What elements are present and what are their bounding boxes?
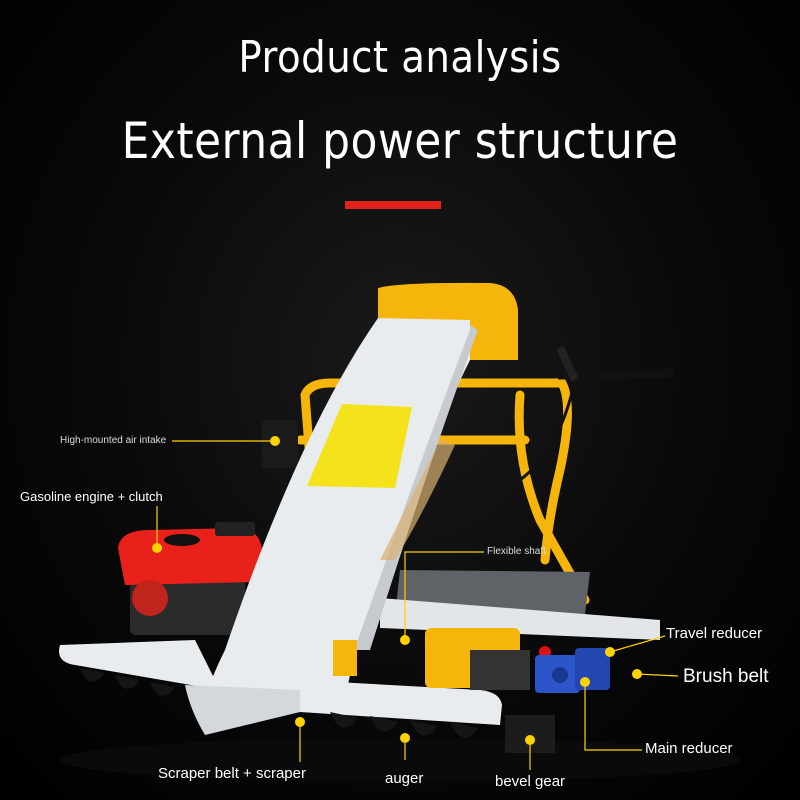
chute-label-strip: [380, 440, 455, 560]
control-lever: [556, 346, 579, 382]
dot-auger: [400, 733, 410, 743]
label-air-intake: High-mounted air intake: [60, 435, 167, 446]
cable: [495, 379, 577, 561]
leader-flexible-shaft: [404, 551, 484, 640]
handle-grip: [555, 368, 675, 380]
leader-travel-reducer: [609, 635, 666, 653]
accent-bar: [345, 201, 441, 209]
label-bevel-gear: bevel gear: [495, 773, 566, 790]
warning-sticker: [307, 404, 412, 488]
label-flexible-shaft: Flexible shaft: [487, 546, 546, 557]
dot-travel-reducer: [605, 647, 615, 657]
main-reducer: [535, 648, 610, 693]
dot-brush-belt: [632, 669, 642, 679]
center-housing: [185, 685, 300, 735]
leader-main-reducer: [584, 682, 642, 751]
left-auger-housing: [59, 640, 220, 690]
label-auger: auger: [385, 770, 424, 787]
engine: [118, 522, 262, 635]
dot-scraper: [295, 717, 305, 727]
dot-engine: [152, 543, 162, 553]
chute-latch: [333, 640, 357, 676]
label-engine: Gasoline engine + clutch: [20, 489, 163, 504]
title-external-power-structure: External power structure: [121, 112, 679, 170]
label-scraper: Scraper belt + scraper: [158, 765, 306, 782]
label-brush-belt: Brush belt: [683, 666, 769, 687]
dot-main-reducer: [580, 677, 590, 687]
gearbox: [470, 650, 530, 690]
air-intake: [262, 420, 298, 468]
dot-flexible-shaft: [400, 635, 410, 645]
title-product-analysis: Product analysis: [238, 32, 562, 83]
dot-air-intake: [270, 436, 280, 446]
label-travel-reducer: Travel reducer: [666, 625, 763, 642]
dot-bevel-gear: [525, 735, 535, 745]
auger-blades: [80, 668, 478, 738]
leader-brush-belt: [636, 673, 679, 677]
label-main-reducer: Main reducer: [645, 740, 733, 757]
right-auger-housing: [300, 680, 502, 725]
ground-shadow: [60, 738, 740, 782]
